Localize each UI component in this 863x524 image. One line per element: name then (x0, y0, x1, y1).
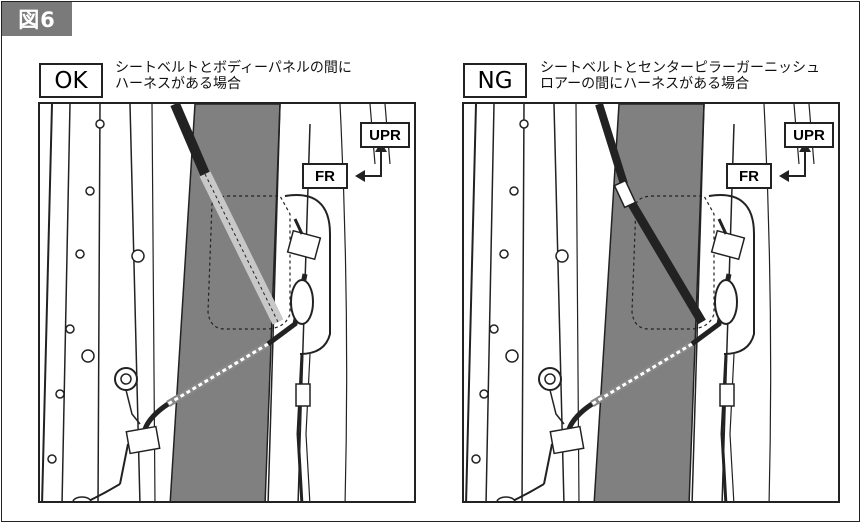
ng-fr-label: FR (726, 163, 772, 189)
ng-status-box: NG (463, 63, 527, 98)
ok-diagram-illustration (41, 104, 391, 501)
ok-status-box: OK (39, 63, 103, 98)
figure-label: 図6 (2, 2, 72, 36)
ok-upr-label: UPR (360, 122, 410, 148)
ng-diagram-panel: UPR FR (462, 102, 840, 503)
ng-upr-label: UPR (784, 122, 834, 148)
ok-fr-label: FR (302, 163, 348, 189)
ok-caption: シートベルトとボディーパネルの間に ハーネスがある場合 (115, 60, 352, 92)
ok-diagram-panel: UPR FR (38, 102, 416, 503)
ng-diagram-illustration (465, 104, 815, 501)
ng-caption: シートベルトとセンターピラーガーニッシュ ロアーの間にハーネスがある場合 (540, 60, 820, 92)
